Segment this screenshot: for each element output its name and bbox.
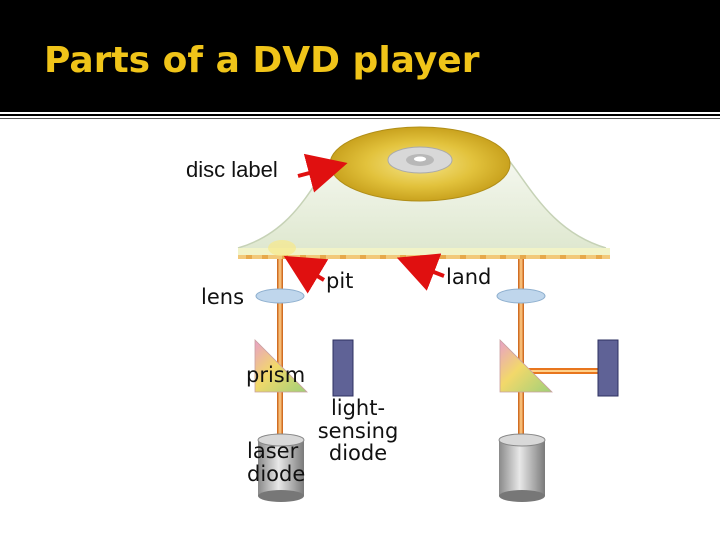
label-laser-diode: laser diode — [247, 439, 306, 486]
sensor-icon — [332, 339, 354, 397]
lens-icon — [255, 288, 305, 304]
title-divider-thin — [0, 118, 720, 119]
label-light-sensing-diode: light- sensing diode — [317, 396, 399, 466]
title-divider — [0, 114, 720, 116]
label-pit: pit — [326, 269, 354, 293]
laser-beam-left — [277, 259, 283, 444]
sensor-icon-right — [597, 339, 619, 397]
label-prism: prism — [246, 363, 306, 387]
label-lens: lens — [201, 285, 245, 309]
lens-icon-right — [496, 288, 546, 304]
disc-icon — [329, 126, 511, 202]
laser-beam-right — [518, 259, 605, 444]
laser-diode-icon — [257, 433, 305, 502]
laser-diode-icon-right — [498, 433, 546, 502]
label-disc-label: disc label — [186, 157, 278, 182]
arrow-icon-pit — [283, 255, 329, 294]
title-bar — [0, 0, 720, 112]
prism-icon — [254, 339, 308, 393]
arrow-icon-disc-label — [297, 153, 348, 193]
prism-icon-right — [499, 339, 553, 393]
slide-title: Parts of a DVD player — [44, 40, 480, 81]
label-land: land — [446, 265, 492, 289]
arrow-icon-land — [396, 253, 445, 291]
